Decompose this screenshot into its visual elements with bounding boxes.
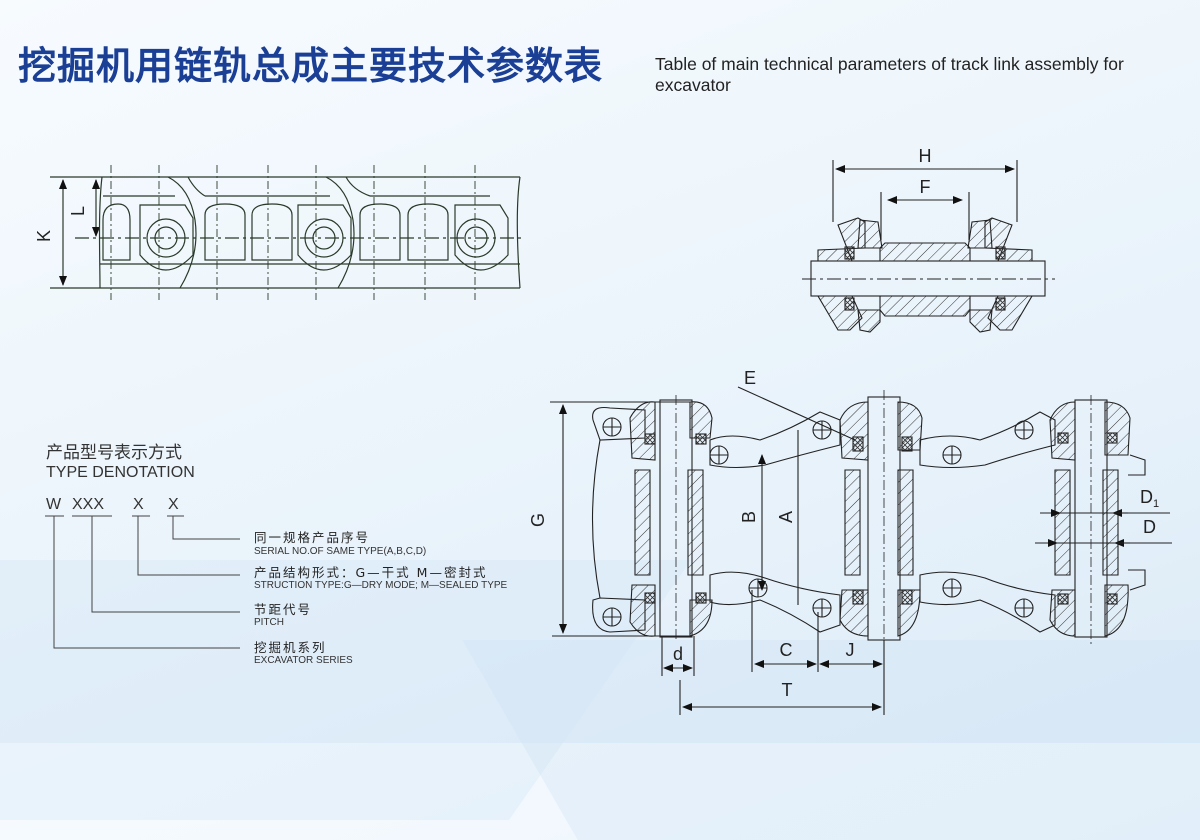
plan-pin-assembly-2 bbox=[839, 390, 923, 646]
dim-d1-label: D1 bbox=[1140, 487, 1159, 510]
dim-e-label: E bbox=[744, 368, 756, 388]
dim-f-label: F bbox=[920, 177, 931, 197]
side-pin-boss bbox=[454, 204, 509, 271]
denotation-item-en: EXCAVATOR SERIES bbox=[254, 655, 353, 666]
code-part-serial: X bbox=[168, 496, 179, 513]
denotation-item-en: SERIAL NO.OF SAME TYPE(A,B,C,D) bbox=[254, 546, 427, 557]
side-window bbox=[407, 203, 449, 261]
plan-view-drawing bbox=[550, 386, 1172, 715]
side-pin-outer bbox=[304, 218, 344, 258]
side-pin-inner bbox=[154, 226, 178, 250]
cross-pin bbox=[810, 260, 1046, 297]
denotation-item-cn: 产品结构形式：G—干式 M—密封式 bbox=[254, 565, 488, 580]
denotation-item-cn: 同一规格产品序号 bbox=[254, 530, 371, 545]
cross-section-drawing bbox=[802, 160, 1055, 333]
type-denotation-title-en: TYPE DENOTATION bbox=[46, 464, 195, 481]
code-part-series: W bbox=[46, 496, 62, 513]
dim-pin-d-label: d bbox=[673, 644, 683, 664]
dim-j-label: J bbox=[846, 640, 855, 660]
side-view-drawing bbox=[50, 165, 525, 300]
code-part-structure: X bbox=[133, 496, 144, 513]
dim-l-label: L bbox=[68, 206, 88, 216]
dim-t-label: T bbox=[782, 680, 793, 700]
side-window bbox=[204, 203, 246, 261]
dim-h-label: H bbox=[919, 146, 932, 166]
page-title-cn: 挖掘机用链轨总成主要技术参数表 bbox=[18, 44, 604, 88]
side-pin-inner bbox=[464, 226, 488, 250]
side-window bbox=[359, 203, 401, 261]
dim-b-label: B bbox=[739, 511, 759, 523]
dim-e-leader bbox=[737, 386, 856, 441]
side-pin-inner bbox=[312, 226, 336, 250]
side-left-edge bbox=[98, 176, 103, 289]
denotation-item-cn: 挖掘机系列 bbox=[254, 640, 327, 655]
side-pin-outer bbox=[456, 218, 496, 258]
dim-c-label: C bbox=[780, 640, 793, 660]
dim-d-label: D bbox=[1143, 517, 1156, 537]
side-pin-boss bbox=[297, 204, 352, 271]
type-denotation-leaders bbox=[45, 515, 240, 649]
type-denotation-title-cn: 产品型号表示方式 bbox=[46, 443, 182, 463]
side-pin-boss bbox=[139, 204, 194, 271]
dim-g-label: G bbox=[528, 513, 548, 527]
side-window bbox=[102, 203, 131, 261]
plan-pin-assembly-1 bbox=[591, 395, 713, 640]
side-window bbox=[251, 203, 293, 261]
denotation-item-en: STRUCTION TYPE:G—DRY MODE; M—SEALED TYPE bbox=[254, 580, 508, 591]
dim-a-label: A bbox=[776, 511, 796, 523]
code-part-pitch: XXX bbox=[72, 496, 105, 513]
dim-k-label: K bbox=[34, 230, 54, 242]
technical-drawings: K L H F bbox=[34, 146, 1172, 715]
denotation-item-en: PITCH bbox=[254, 617, 284, 628]
side-pin-outer bbox=[146, 218, 186, 258]
plan-pin-assembly-3 bbox=[1049, 395, 1146, 645]
page-title-en: Table of main technical parameters of tr… bbox=[655, 54, 1124, 95]
side-right-edge bbox=[516, 176, 521, 289]
denotation-item-cn: 节距代号 bbox=[254, 602, 313, 617]
